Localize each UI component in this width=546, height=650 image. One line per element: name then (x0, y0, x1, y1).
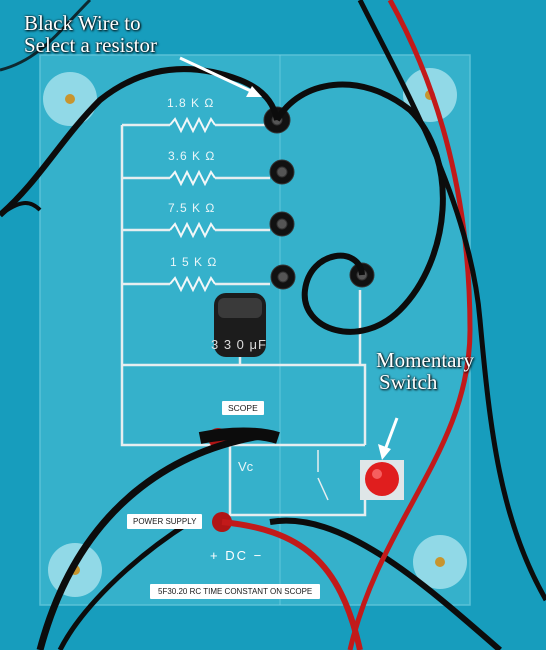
resistor-label: 7.5 K Ω (168, 201, 216, 215)
long-red-wire (347, 0, 473, 650)
switch-annotation-line1: Momentary (376, 348, 474, 372)
capacitor-icon (214, 293, 266, 357)
arrow-icon (378, 417, 399, 460)
wire-annotation-line1: Black Wire to (24, 11, 141, 35)
scope-tag: SCOPE (222, 401, 264, 415)
resistor-label: 1.8 K Ω (167, 96, 215, 110)
pushbutton-icon (360, 460, 404, 500)
black-post-icon (269, 211, 295, 237)
switch-symbol (317, 450, 329, 501)
capacitor-label: 3 3 0 μF (211, 337, 267, 352)
circuit-wiring (120, 123, 367, 517)
resistor-label: 1 5 K Ω (170, 255, 218, 269)
resistor-icon (169, 116, 216, 134)
switch-annotation-line2: Switch (379, 370, 438, 395)
brass-screw-icon (43, 72, 97, 126)
dc-polarity-label: + DC − (210, 548, 264, 563)
arrow-icon (179, 56, 262, 97)
resistor-label: 3.6 K Ω (168, 149, 216, 163)
brass-screw-icon (413, 535, 467, 589)
power-black-lead (269, 517, 502, 650)
switch-annotation: Momentary Switch (376, 349, 474, 393)
resistor-icon (169, 275, 216, 293)
power-red-lead (221, 519, 363, 650)
black-select-wire (0, 66, 446, 335)
wire-annotation: Black Wire to Select a resistor (24, 12, 157, 56)
wire-annotation-line2: Select a resistor (24, 33, 157, 58)
resistor-icon (169, 169, 216, 187)
black-post-icon (270, 264, 296, 290)
long-black-wire (357, 0, 546, 602)
resistor-icon (169, 221, 216, 239)
vc-label: Vc (238, 459, 254, 474)
scope-black-lead (36, 432, 261, 650)
footer-tag: 5F30.20 RC TIME CONSTANT ON SCOPE (150, 584, 321, 599)
black-post-icon (269, 159, 295, 185)
power-supply-tag: POWER SUPPLY (127, 514, 203, 529)
